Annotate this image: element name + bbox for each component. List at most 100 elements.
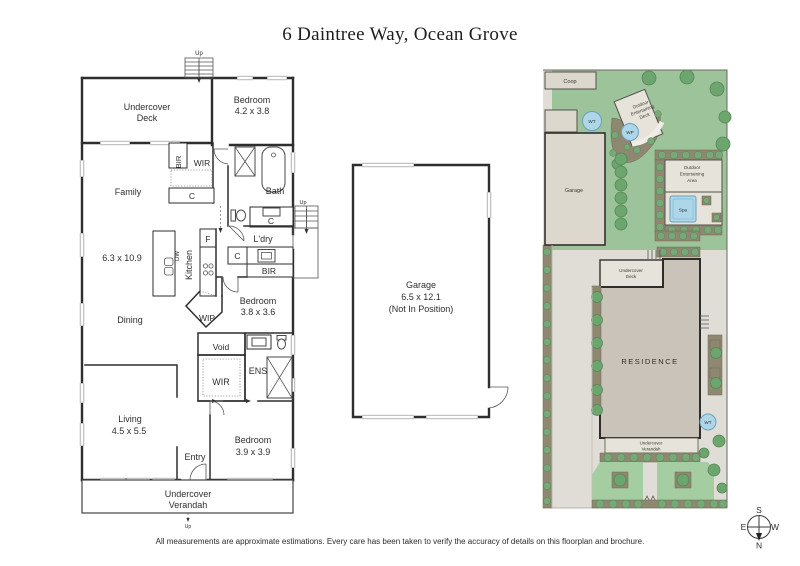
bir2-label: BIR: [262, 266, 276, 276]
svg-text:Area: Area: [687, 178, 697, 183]
void-label: Void: [213, 342, 230, 352]
island-bench: [152, 230, 176, 297]
bathroom: Bath C: [213, 146, 294, 242]
living-label: Living: [118, 414, 142, 424]
outdoor-deck-label: Outdoor Entertaining Deck: [630, 99, 655, 120]
house-floorplan: Up BIR WIR C: [79, 51, 319, 530]
svg-text:Outdoor: Outdoor: [632, 99, 650, 110]
pantry-wip: WIP: [184, 289, 223, 329]
compass-w: W: [771, 522, 779, 532]
trees: [614, 69, 732, 231]
kitchen-label: Kitchen: [184, 250, 194, 280]
wir1-label: WIR: [194, 158, 211, 168]
bir1-label: BIR: [174, 155, 183, 168]
water-tank-2: WT: [699, 413, 717, 431]
garage-label: Garage: [406, 280, 436, 290]
spa: Spa: [669, 195, 697, 223]
bed2-label: Bedroom: [240, 296, 277, 306]
water-tank-1: WT: [582, 111, 602, 131]
verandah: Undercover Verandah Up: [81, 479, 294, 530]
toilet-icon: [230, 209, 246, 222]
bath-label: Bath: [266, 186, 285, 196]
site-residence: RESIDENCE: [599, 258, 709, 439]
site-verandah-label: Undercover: [640, 441, 663, 446]
wir2-label: WIR: [212, 377, 230, 387]
site-plan: Coop Garage WT: [542, 69, 732, 509]
bed2-dims: 3.8 x 3.6: [241, 307, 276, 317]
up-label-bottom: Up: [185, 524, 192, 530]
living-entry-bed3: Living 4.5 x 5.5 Entry Bedroom 3.9 x 3.9: [84, 364, 272, 481]
bedroom2: Bedroom 3.8 x 3.6: [216, 276, 277, 317]
ens-label: ENS: [249, 366, 268, 376]
svg-text:Verandah: Verandah: [642, 447, 661, 452]
coop-label: Coop: [563, 79, 576, 85]
ldry-label: L'dry: [253, 234, 273, 244]
site-garage: [544, 132, 606, 246]
dw-label: DW: [175, 251, 181, 261]
wt2-label: WT: [704, 420, 711, 425]
compass: S N E W: [741, 505, 779, 551]
disclaimer-text: All measurements are approximate estimat…: [155, 537, 645, 546]
compass-e: E: [741, 522, 747, 532]
washing-machine-icon: [257, 249, 276, 263]
closets-upper: BIR WIR C: [168, 142, 215, 204]
verandah-label2: Verandah: [169, 500, 208, 510]
fridge-label: F: [205, 234, 210, 244]
stairs-top: Up: [184, 51, 214, 83]
residence-label: RESIDENCE: [621, 357, 678, 366]
bed3-label: Bedroom: [235, 435, 272, 445]
svg-text:Entertaining: Entertaining: [680, 172, 705, 177]
entry-label: Entry: [184, 452, 206, 462]
front-yard: Undercover Verandah: [591, 437, 728, 509]
bed3-dims: 3.9 x 3.9: [236, 447, 271, 457]
bed1-label: Bedroom: [234, 95, 271, 105]
water-pump: [621, 123, 639, 141]
wt1-label: WT: [588, 119, 595, 124]
oea-label: Outdoor: [684, 165, 701, 170]
outdoor-entertaining-area: Outdoor Entertaining Area Spa: [654, 149, 724, 236]
stairs-right: Up: [292, 200, 319, 279]
garage-note: (Not In Position): [389, 304, 454, 314]
up-label-mid: Up: [299, 200, 306, 206]
compass-s: S: [756, 505, 762, 515]
ens-toilet-icon: [276, 335, 287, 350]
steps-icon: [647, 250, 661, 259]
rear-planters: [647, 230, 701, 259]
deck-label2: Deck: [137, 113, 158, 123]
hall-arrow: [218, 206, 223, 233]
c3-label: C: [234, 251, 240, 261]
garage-dims: 6.5 x 12.1: [401, 292, 441, 302]
verandah-label: Undercover: [165, 489, 212, 499]
shrub-row: [655, 150, 724, 235]
side-gardens: WT: [591, 285, 726, 459]
compass-needle: [756, 533, 762, 541]
garden-shed: [544, 109, 578, 133]
stove-icon: [202, 263, 214, 276]
c2-label: C: [268, 216, 274, 226]
garage-door: [488, 386, 509, 409]
coop: [544, 71, 597, 90]
driveway-edges: [551, 245, 593, 508]
site-deck-label: Undercover: [619, 268, 643, 273]
wp-label: WP: [626, 130, 633, 135]
svg-text:Deck: Deck: [639, 111, 651, 120]
c1-label: C: [189, 191, 195, 201]
deck-label: Undercover: [124, 102, 171, 112]
garage-floorplan: Garage 6.5 x 12.1 (Not In Position): [351, 162, 509, 420]
spa-label: Spa: [679, 208, 688, 213]
living-dims: 4.5 x 5.5: [112, 426, 147, 436]
laundry: L'dry C BIR: [227, 234, 294, 278]
dining-label: Dining: [117, 315, 143, 325]
kitchen: DW F Kitchen: [152, 228, 217, 297]
bathtub-icon: [261, 146, 286, 193]
family-label: Family: [115, 187, 142, 197]
left-garden-bed: [542, 244, 553, 509]
windows: [79, 75, 296, 483]
up-label-top: Up: [195, 51, 203, 57]
shrub-row: [595, 499, 728, 509]
void-wir-ens: Void WIR ENS: [197, 332, 294, 403]
porch: [292, 227, 319, 279]
svg-text:Deck: Deck: [626, 274, 637, 279]
site-undercover-deck: Undercover Deck: [599, 259, 664, 288]
